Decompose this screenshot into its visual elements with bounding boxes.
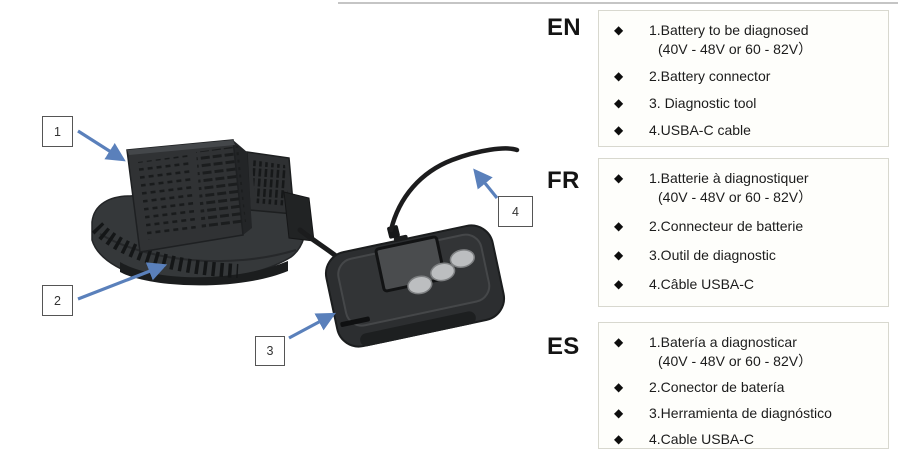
diamond-bullet-icon: ◆ [614,380,624,394]
item-line: 1.Battery to be diagnosed [649,22,809,38]
list-item-text: 2.Conector de batería [649,379,785,395]
list-item-text: 1.Batterie à diagnostiquer (40V - 48V or… [649,169,812,207]
diamond-bullet-icon: ◆ [614,123,624,137]
callout-box-3: 3 [255,336,285,366]
callout-box-1: 1 [42,116,73,147]
list-item: ◆ 4.Cable USBA-C [614,430,882,448]
list-item-text: 4.Câble USBA-C [649,276,755,292]
parts-list-panel-es: ◆ 1.Batería a diagnosticar (40V - 48V or… [598,322,889,449]
callout-arrows [77,129,499,340]
parts-list-panel-en: ◆ 1.Battery to be diagnosed (40V - 48V o… [598,10,889,147]
list-item-text: 3. Diagnostic tool [649,95,757,111]
diamond-bullet-icon: ◆ [614,248,624,262]
list-item-text: 1.Battery to be diagnosed (40V - 48V or … [649,21,812,59]
top-divider-line [338,2,898,4]
diamond-bullet-icon: ◆ [614,406,624,420]
connector-cable [297,227,343,262]
usb-cable-illustration [387,146,520,239]
battery-illustration [126,139,252,253]
arrow-2 [77,262,168,301]
card-slot [340,316,370,327]
list-item-text: 3.Outil de diagnostic [649,247,776,263]
item-line: 1.Batterie à diagnostiquer [649,170,809,186]
item-subline: (40V - 48V or 60 - 82V） [658,189,813,205]
callout-box-4: 4 [498,196,533,227]
list-item-text: 4.USBA-C cable [649,122,751,138]
diamond-bullet-icon: ◆ [614,335,624,349]
list-item: ◆ 2.Battery connector [614,67,882,86]
arrow-3 [288,312,336,340]
diamond-bullet-icon: ◆ [614,23,624,37]
language-label-fr: FR [547,167,580,194]
item-subline: (40V - 48V or 60 - 82V） [658,41,813,57]
list-item-text: 4.Cable USBA-C [649,431,755,447]
arrow-1 [77,129,126,162]
list-item: ◆ 1.Batería a diagnosticar (40V - 48V or… [614,333,882,371]
diamond-bullet-icon: ◆ [614,171,624,185]
list-item: ◆ 4.USBA-C cable [614,121,882,140]
language-label-es: ES [547,333,580,360]
list-item: ◆ 3. Diagnostic tool [614,94,882,113]
diamond-bullet-icon: ◆ [614,69,624,83]
list-item: ◆ 4.Câble USBA-C [614,275,882,294]
list-item: ◆ 2.Conector de batería [614,378,882,397]
callout-box-2: 2 [42,285,73,316]
item-line: 1.Batería a diagnosticar [649,334,797,350]
list-item: ◆ 3.Herramienta de diagnóstico [614,404,882,423]
diamond-bullet-icon: ◆ [614,219,624,233]
parts-list-panel-fr: ◆ 1.Batterie à diagnostiquer (40V - 48V … [598,158,889,307]
diamond-bullet-icon: ◆ [614,277,624,291]
language-label-en: EN [547,14,581,41]
list-item-text: 2.Connecteur de batterie [649,218,804,234]
diamond-bullet-icon: ◆ [614,432,624,446]
tool-button [430,262,456,282]
list-item-text: 1.Batería a diagnosticar (40V - 48V or 6… [649,333,812,371]
tool-button [407,275,433,295]
list-item: ◆ 1.Batterie à diagnostiquer (40V - 48V … [614,169,882,207]
item-subline: (40V - 48V or 60 - 82V） [658,353,813,369]
arrow-4 [473,168,499,200]
diamond-bullet-icon: ◆ [614,96,624,110]
tool-button [449,249,475,268]
list-item-text: 3.Herramienta de diagnóstico [649,405,832,421]
list-item: ◆ 2.Connecteur de batterie [614,217,882,236]
list-item: ◆ 1.Battery to be diagnosed (40V - 48V o… [614,21,882,59]
list-item-text: 2.Battery connector [649,68,771,84]
list-item: ◆ 3.Outil de diagnostic [614,246,882,265]
diagnostic-tool-illustration [324,224,506,348]
